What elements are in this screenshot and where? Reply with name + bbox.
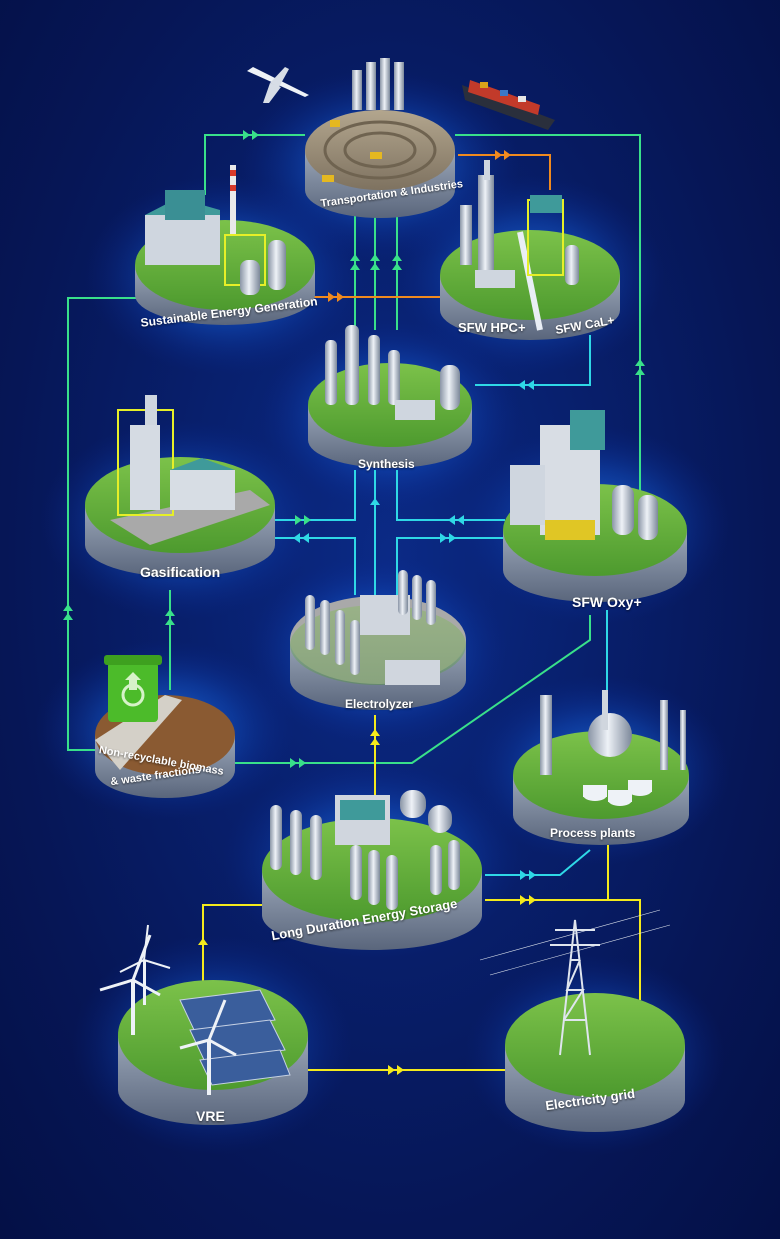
airplane-icon	[247, 67, 309, 103]
label-oxy: SFW Oxy+	[572, 594, 642, 610]
label-electrolyzer: Electrolyzer	[345, 697, 414, 711]
arrow-up-icon	[63, 604, 73, 620]
yellow-flow-line	[202, 904, 265, 985]
node-energy-generation	[135, 165, 315, 325]
arrow-up-icon	[350, 254, 402, 270]
arrow-right-icon	[440, 533, 456, 543]
arrow-up-icon	[370, 498, 380, 505]
arrow-left-icon	[293, 533, 309, 543]
cyan-flow-line	[485, 849, 591, 876]
node-process-plants	[513, 690, 689, 845]
label-process-plants: Process plants	[550, 826, 636, 840]
node-electricity-grid	[479, 909, 685, 1132]
node-oxy	[503, 410, 687, 602]
node-hpc-cal	[440, 160, 620, 340]
arrow-left-icon	[448, 515, 464, 525]
yellow-flow-line	[485, 899, 641, 1000]
arrow-right-icon	[328, 292, 344, 302]
node-biomass	[95, 655, 235, 798]
silo-icon	[352, 58, 404, 110]
green-flow-line	[204, 134, 305, 195]
flow-arrows	[63, 130, 645, 1075]
arrow-up-icon	[165, 609, 175, 625]
node-transportation	[305, 58, 455, 218]
orange-flow-line	[458, 154, 551, 190]
green-flow-line	[67, 297, 140, 751]
arrow-right-icon	[388, 1065, 404, 1075]
cyan-flow-line	[475, 335, 591, 386]
node-synthesis	[308, 325, 472, 468]
recycle-bin-icon	[104, 655, 162, 722]
arrow-right-icon	[295, 515, 311, 525]
pylon-icon	[479, 909, 671, 1056]
wind-turbine-icon	[99, 924, 237, 1095]
label-hpc: SFW HPC+	[458, 320, 526, 335]
node-vre	[99, 924, 308, 1125]
node-electrolyzer	[290, 570, 466, 710]
label-synthesis: Synthesis	[358, 457, 415, 471]
arrow-right-icon	[290, 758, 306, 768]
label-gasification: Gasification	[140, 564, 221, 580]
cyan-flow-line	[396, 537, 505, 595]
arrow-up-icon	[370, 729, 380, 745]
arrow-right-icon	[495, 150, 511, 160]
label-vre: VRE	[196, 1108, 225, 1124]
ship-icon	[462, 80, 555, 130]
arrow-right-icon	[520, 870, 536, 880]
node-gasification	[85, 395, 275, 577]
arrow-up-icon	[635, 359, 645, 375]
green-flow-line	[354, 215, 398, 330]
arrow-left-icon	[518, 380, 534, 390]
cyan-flow-line	[396, 470, 505, 521]
node-ldes	[262, 790, 482, 950]
arrow-right-icon	[520, 895, 536, 905]
arrow-up-icon	[198, 938, 208, 945]
arrow-right-icon	[243, 130, 259, 140]
solar-panel-icon	[179, 989, 291, 1086]
